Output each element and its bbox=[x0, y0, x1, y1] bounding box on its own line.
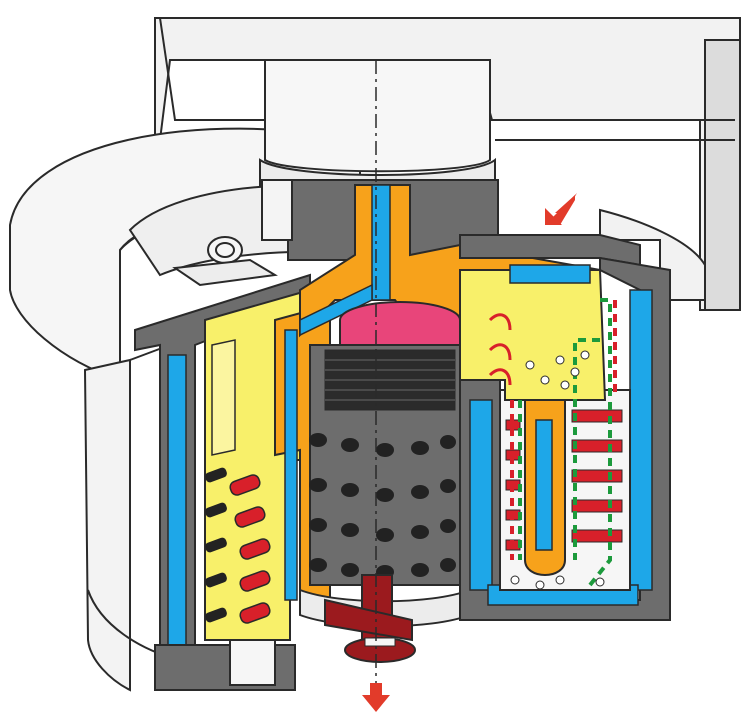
right-bowl bbox=[459, 234, 671, 621]
valve-knob-icon bbox=[172, 236, 278, 287]
arrow-down-icon bbox=[362, 683, 390, 712]
red-flow-path bbox=[510, 300, 617, 560]
curved-arrow-icon bbox=[488, 313, 512, 386]
outlet-spout bbox=[324, 574, 416, 663]
left-element-discs bbox=[205, 467, 271, 624]
central-rotor-stack bbox=[299, 344, 471, 628]
arrow-down-left-icon bbox=[545, 193, 577, 225]
green-flow-path bbox=[518, 298, 612, 587]
